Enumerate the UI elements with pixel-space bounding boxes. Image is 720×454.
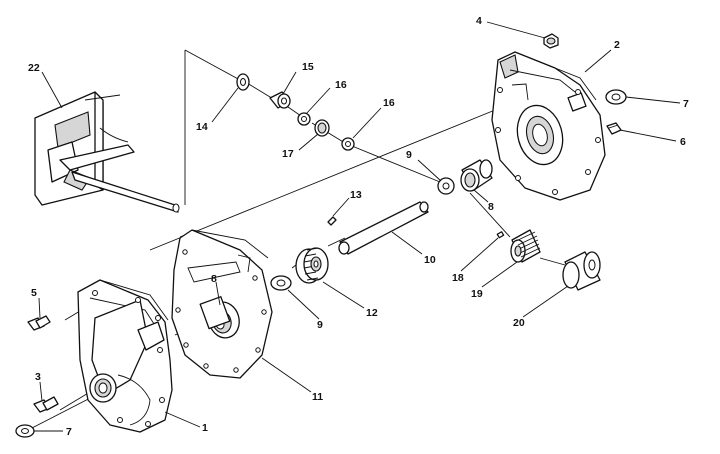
callout-5: 5 — [31, 287, 37, 299]
callout-16-top: 16 — [335, 79, 347, 91]
part-9-washer-lower — [270, 275, 292, 291]
callout-9-upper: 9 — [406, 149, 412, 161]
part-15-bushing — [269, 91, 291, 109]
part-12-gear — [295, 247, 329, 284]
part-7-washer-right — [605, 89, 627, 105]
callout-8-lower: 8 — [211, 273, 217, 285]
callout-numbers: 22 2 4 7 6 14 15 16 17 16 9 8 13 10 12 9… — [28, 15, 689, 438]
callout-10: 10 — [424, 254, 436, 266]
part-8-bushing-upper — [460, 159, 493, 192]
part-13-pin — [327, 216, 337, 226]
callout-4: 4 — [476, 15, 482, 27]
part-1-left-housing — [77, 279, 173, 433]
part-18-key — [496, 231, 505, 239]
callout-14: 14 — [196, 121, 208, 133]
callout-9-lower: 9 — [317, 319, 323, 331]
part-3-bolt — [33, 396, 59, 413]
part-2-right-housing — [491, 51, 606, 201]
part-17-lock-ring — [314, 119, 330, 137]
callout-8-upper: 8 — [488, 201, 494, 213]
callout-1: 1 — [202, 422, 208, 434]
callout-3: 3 — [35, 371, 41, 383]
callout-16-mid: 16 — [383, 97, 395, 109]
callout-22: 22 — [28, 62, 40, 74]
callout-19: 19 — [471, 288, 483, 300]
part-7-washer-left — [15, 424, 35, 438]
callout-2: 2 — [614, 39, 620, 51]
callout-leaders — [34, 21, 681, 432]
callout-20: 20 — [513, 317, 525, 329]
part-16-washer-top — [297, 112, 311, 126]
callout-12: 12 — [366, 307, 378, 319]
callout-6: 6 — [680, 136, 686, 148]
callout-13: 13 — [350, 189, 362, 201]
callout-11: 11 — [312, 391, 323, 403]
callout-15: 15 — [302, 61, 314, 73]
part-16-washer-mid — [341, 137, 355, 151]
part-4-nut — [543, 33, 559, 49]
part-14-washer — [236, 73, 250, 91]
part-20-bushing — [562, 251, 601, 291]
callout-7-right: 7 — [683, 98, 689, 110]
callout-7-left: 7 — [66, 426, 72, 438]
callout-18: 18 — [452, 272, 464, 284]
part-9-washer-upper — [437, 177, 455, 195]
part-22-plate-assembly — [34, 91, 180, 213]
part-11-gasket-plate — [171, 229, 273, 379]
callout-17: 17 — [282, 148, 294, 160]
part-10-shaft — [338, 201, 429, 255]
part-5-bolt — [27, 315, 51, 331]
part-6-screw — [606, 122, 622, 135]
part-19-worm-gear — [510, 229, 541, 263]
